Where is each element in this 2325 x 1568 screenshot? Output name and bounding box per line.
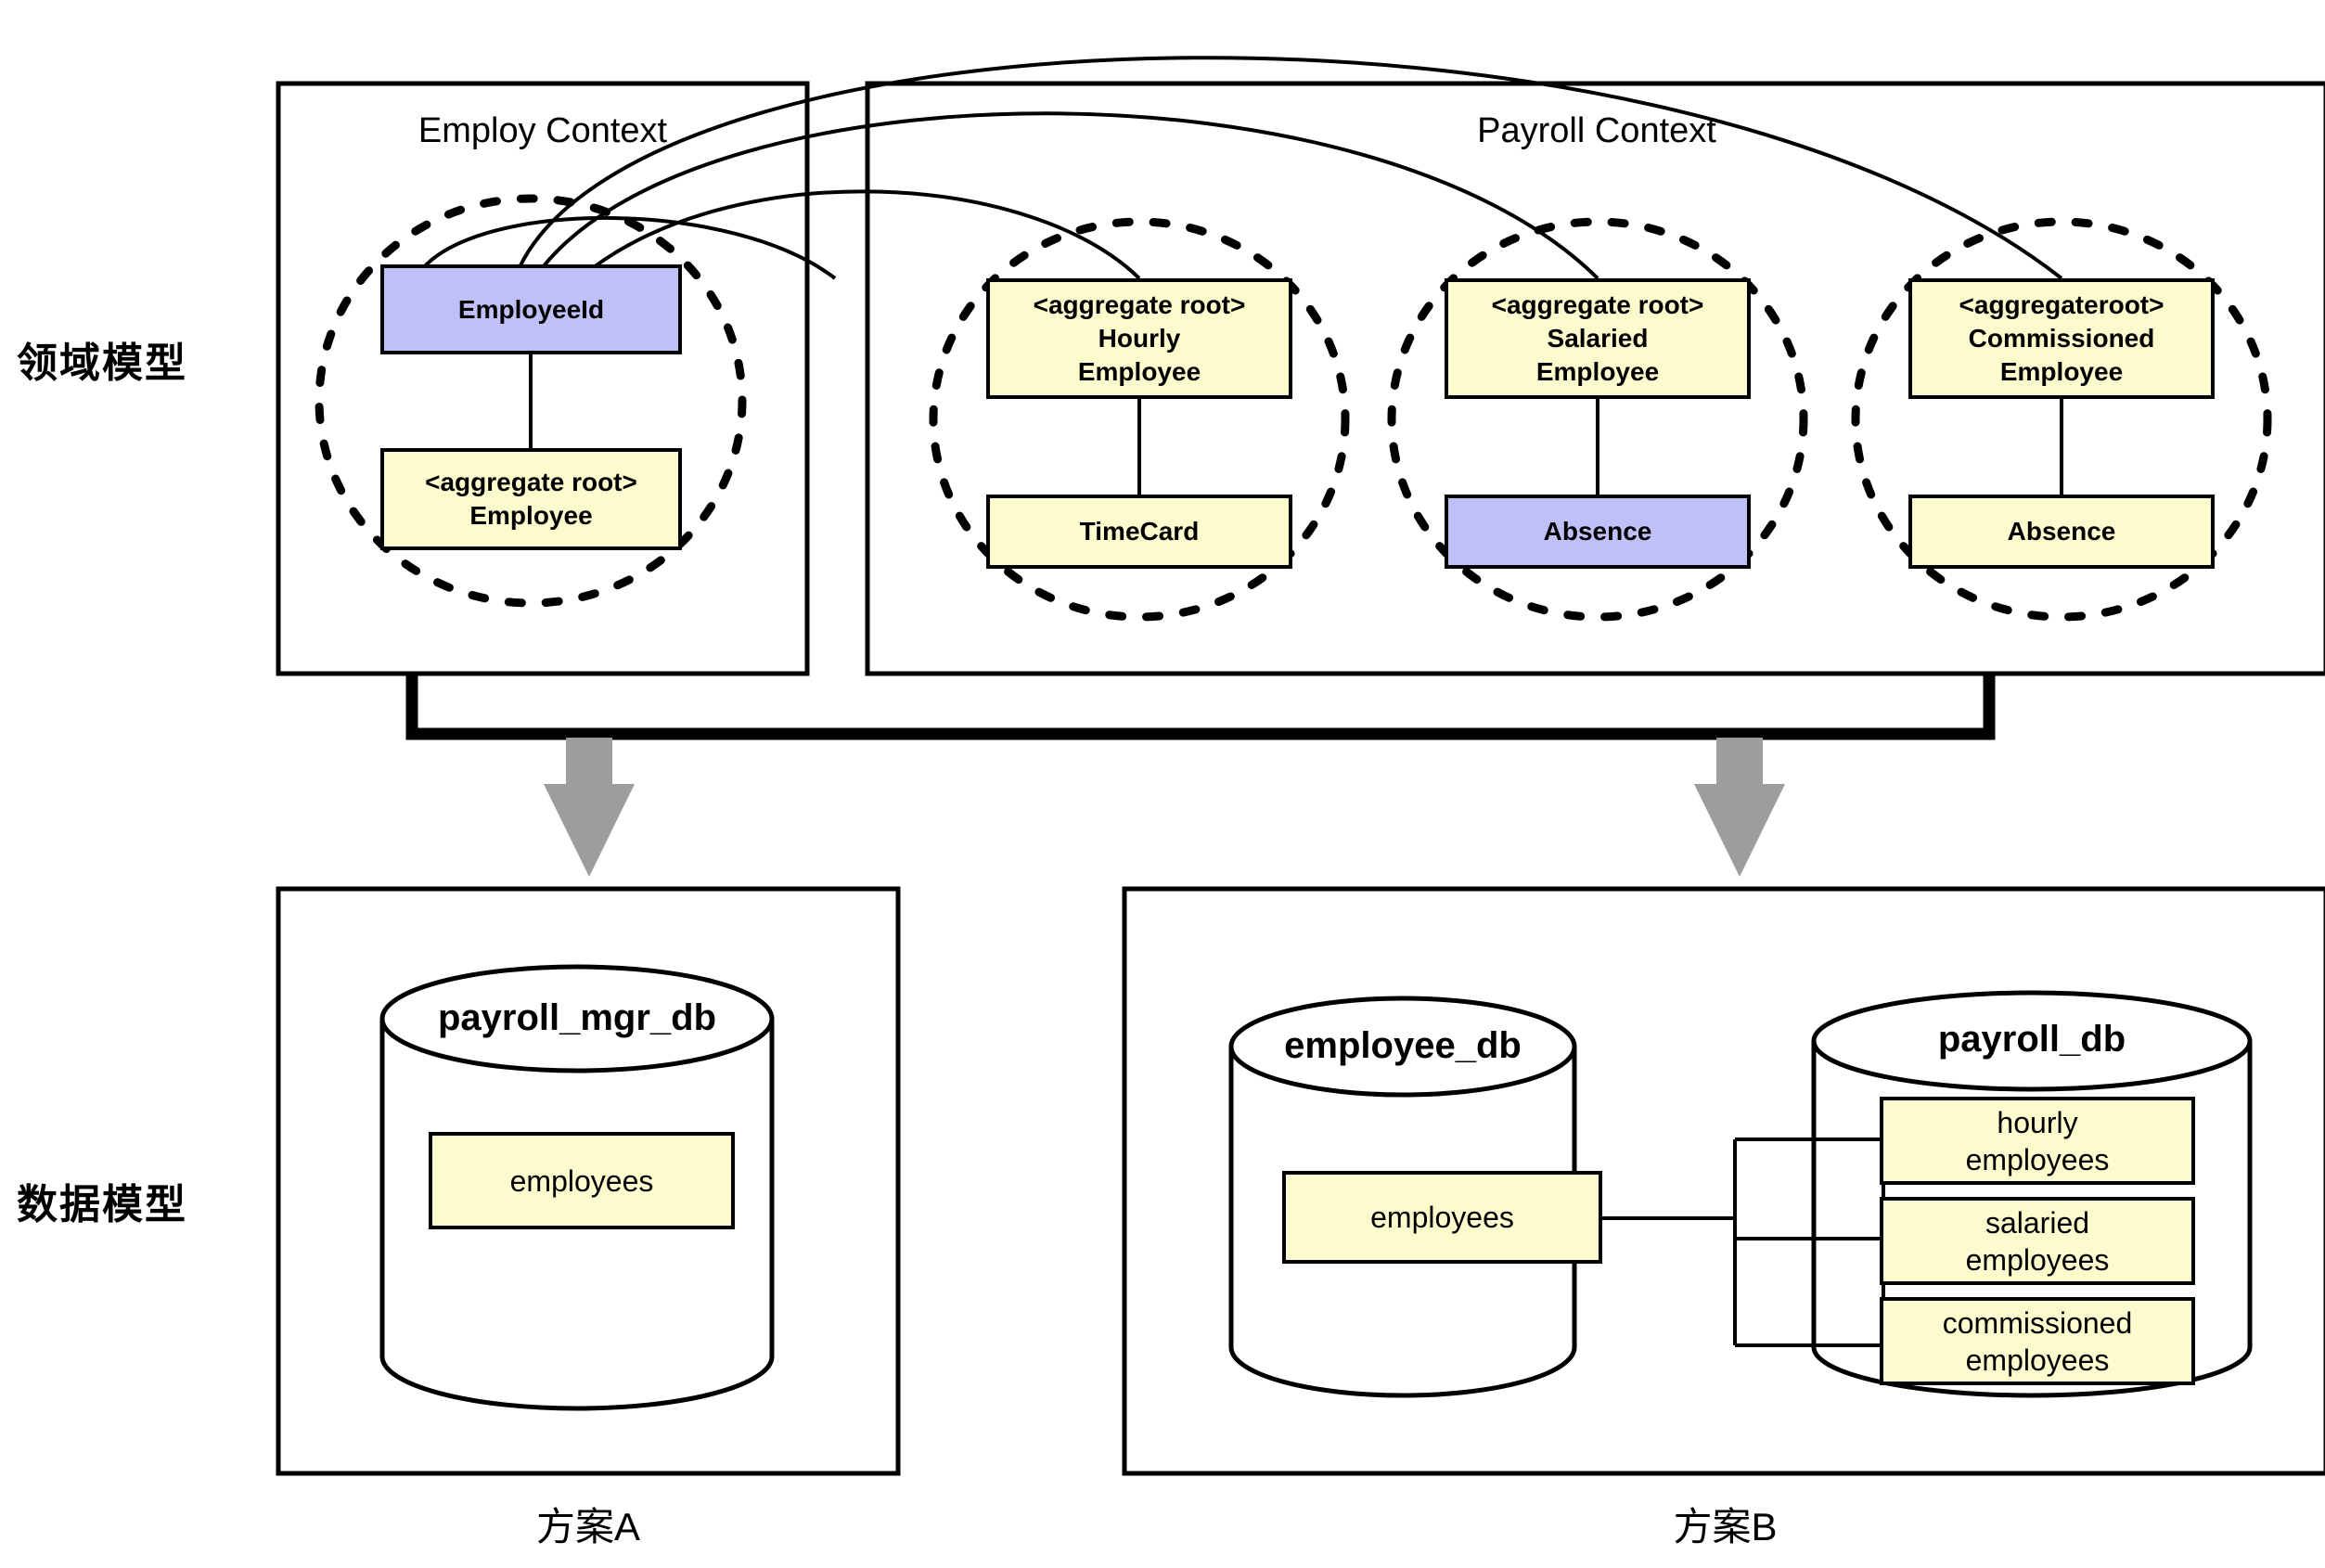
plan-a-caption: 方案A bbox=[535, 1505, 640, 1549]
entity-salaried-employee-name-line1: Salaried bbox=[1547, 324, 1649, 353]
employee-db-title: employee_db bbox=[1284, 1025, 1522, 1066]
employ-aggregate-boundary bbox=[315, 194, 747, 608]
table-employees-payroll-mgr-db-label: employees bbox=[509, 1163, 654, 1198]
entity-employee-id[interactable]: EmployeeId bbox=[380, 264, 682, 354]
entity-hourly-employee-name-line2: Employee bbox=[1077, 356, 1201, 386]
entity-employee[interactable]: <aggregate root> Employee bbox=[380, 448, 682, 550]
plan-a-frame bbox=[276, 886, 901, 1476]
entity-employee-id-name: EmployeeId bbox=[457, 294, 605, 324]
hourly-aggregate-boundary bbox=[929, 217, 1350, 622]
entity-timecard-name: TimeCard bbox=[1079, 517, 1200, 546]
payroll-mgr-db-title: payroll_mgr_db bbox=[437, 997, 717, 1038]
arrow-to-plan-a bbox=[544, 738, 635, 877]
ref-arc-employeeid-to-employee-child bbox=[420, 215, 837, 280]
ref-arc-employeeid-to-salaried bbox=[541, 111, 1599, 280]
plan-b-caption: 方案B bbox=[1673, 1505, 1778, 1549]
payroll-context-frame bbox=[865, 81, 2325, 676]
entity-timecard[interactable]: TimeCard bbox=[986, 495, 1292, 569]
entity-hourly-employee-stereotype: <aggregate root> bbox=[1033, 290, 1246, 320]
table-hourly-employees[interactable]: hourly employees bbox=[1880, 1097, 2195, 1185]
table-commissioned-employees-line1: commissioned bbox=[1942, 1305, 2133, 1340]
table-hourly-employees-line2: employees bbox=[1965, 1142, 2110, 1176]
table-employees-employee-db[interactable]: employees bbox=[1282, 1171, 1602, 1264]
entity-salaried-employee-name-line2: Employee bbox=[1535, 356, 1660, 386]
entity-absence-commissioned[interactable]: Absence bbox=[1908, 495, 2215, 569]
entity-hourly-employee-name-line1: Hourly bbox=[1098, 324, 1181, 353]
table-commissioned-employees[interactable]: commissioned employees bbox=[1880, 1297, 2195, 1385]
entity-commissioned-employee-name-line2: Employee bbox=[1999, 356, 2124, 386]
entity-employee-name: Employee bbox=[469, 501, 593, 530]
ref-arc-employeeid-to-commissioned bbox=[518, 56, 2063, 280]
ref-arc-employeeid-to-hourly bbox=[592, 189, 1141, 280]
table-employees-employee-db-label: employees bbox=[1370, 1201, 1514, 1234]
payroll-context-title: Payroll Context bbox=[1477, 111, 1716, 150]
entity-commissioned-employee[interactable]: <aggregateroot> Commissioned Employee bbox=[1908, 278, 2215, 399]
row-label-data-model: 数据模型 bbox=[17, 1182, 187, 1227]
employ-context-title: Employ Context bbox=[417, 111, 668, 150]
salaried-aggregate-boundary bbox=[1387, 217, 1808, 622]
entity-absence-salaried[interactable]: Absence bbox=[1445, 495, 1751, 569]
employ-context-frame bbox=[276, 81, 810, 676]
plan-bracket bbox=[405, 674, 1996, 740]
entity-employee-stereotype: <aggregate root> bbox=[425, 468, 637, 497]
payroll-db-title: payroll_db bbox=[1937, 1019, 2126, 1060]
plan-b-frame bbox=[1122, 886, 2325, 1476]
entity-commissioned-employee-name-line1: Commissioned bbox=[1968, 324, 2155, 353]
table-commissioned-employees-line2: employees bbox=[1965, 1343, 2110, 1377]
table-salaried-employees-line1: salaried bbox=[1985, 1205, 2090, 1240]
entity-salaried-employee[interactable]: <aggregate root> Salaried Employee bbox=[1445, 278, 1751, 399]
table-salaried-employees-line2: employees bbox=[1965, 1242, 2110, 1277]
commissioned-aggregate-boundary bbox=[1851, 217, 2272, 622]
arrow-to-plan-b bbox=[1694, 738, 1785, 877]
table-hourly-employees-line1: hourly bbox=[1997, 1105, 2078, 1139]
entity-commissioned-employee-stereotype: <aggregateroot> bbox=[1959, 290, 2164, 320]
entity-salaried-employee-stereotype: <aggregate root> bbox=[1491, 290, 1704, 320]
row-label-domain-model: 领域模型 bbox=[17, 341, 187, 386]
table-employees-payroll-mgr-db[interactable]: employees bbox=[429, 1132, 735, 1229]
entity-hourly-employee[interactable]: <aggregate root> Hourly Employee bbox=[986, 278, 1292, 399]
entity-absence-salaried-name: Absence bbox=[1543, 517, 1652, 546]
table-salaried-employees[interactable]: salaried employees bbox=[1880, 1197, 2195, 1285]
entity-absence-commissioned-name: Absence bbox=[2007, 517, 2116, 546]
